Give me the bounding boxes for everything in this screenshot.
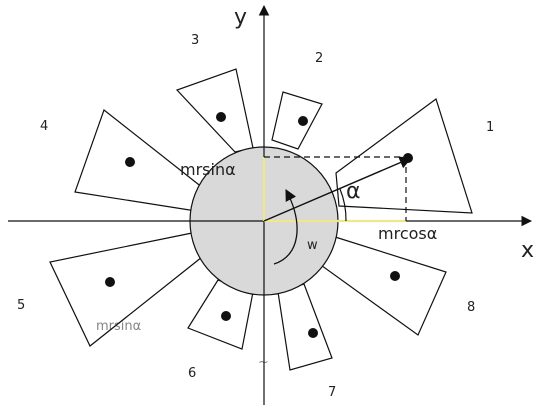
sector-7-label: 7	[328, 385, 336, 400]
faded-bottom-label: ~	[258, 355, 269, 370]
angle-arc	[339, 188, 347, 222]
sector-4-dot	[125, 157, 135, 167]
sector-6-label: 6	[188, 366, 196, 381]
sector-8-label: 8	[467, 300, 475, 315]
vertical-component-label: mrsinα	[180, 160, 236, 179]
sector-8-trapezoid	[317, 235, 447, 336]
sectors-group	[49, 68, 473, 371]
faded-left-label: mrsinα	[96, 319, 141, 334]
rotation-arrow	[273, 188, 298, 265]
sector-2-label: 2	[315, 51, 323, 66]
sector-7-trapezoid	[277, 283, 333, 371]
sector-2-trapezoid	[271, 91, 323, 150]
sector-8-dot	[390, 271, 400, 281]
sector-5-label: 5	[17, 298, 25, 313]
sector-3-trapezoid	[175, 68, 254, 153]
sector-6-dot	[221, 311, 231, 321]
omega-label: w	[307, 238, 318, 253]
sector-2-dot	[298, 116, 308, 126]
angle-alpha-label: α	[346, 179, 361, 204]
x-axis-label: x	[521, 238, 534, 263]
sector-1-label: 1	[486, 120, 494, 135]
sector-4-label: 4	[40, 119, 48, 134]
horizontal-component-label: mrcosα	[378, 224, 437, 243]
sector-5-dot	[105, 277, 115, 287]
sector-3-label: 3	[191, 33, 199, 48]
sector-dots	[105, 112, 413, 338]
sector-7-dot	[308, 328, 318, 338]
radius-vector-arrow	[263, 156, 413, 222]
y-axis-label: y	[234, 5, 247, 30]
sector-3-dot	[216, 112, 226, 122]
